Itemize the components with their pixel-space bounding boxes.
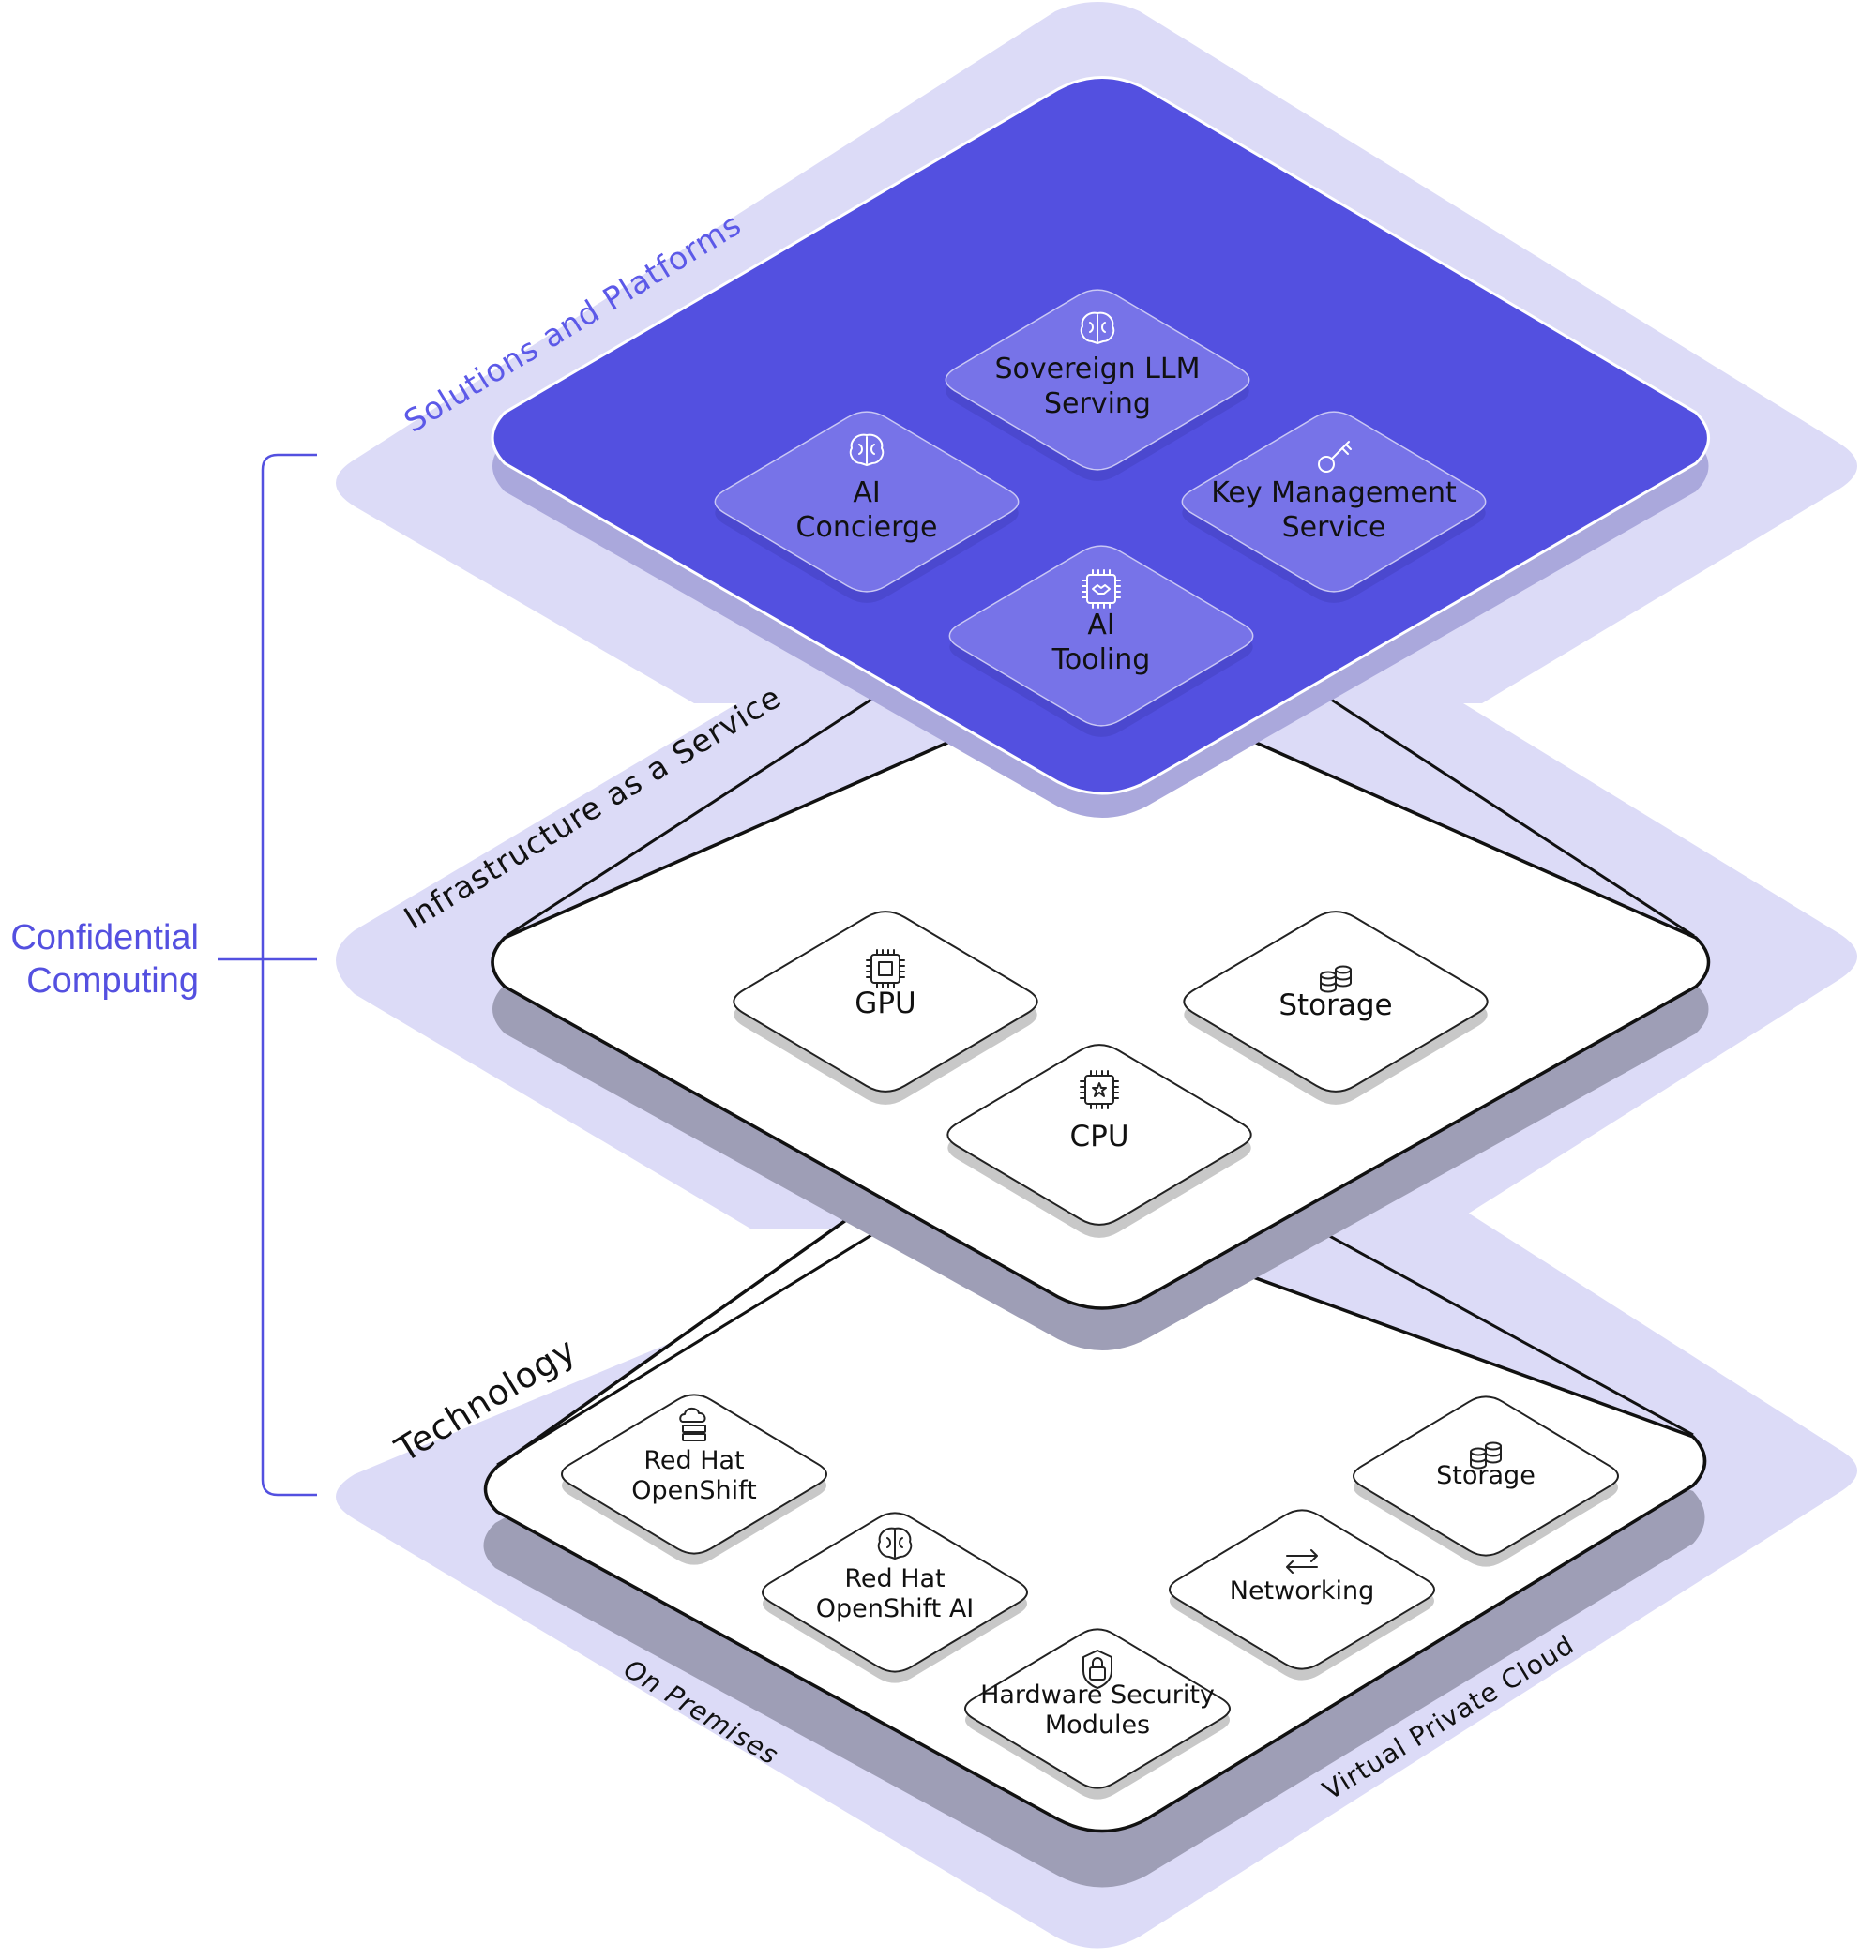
card-label: Hardware Security [980,1681,1215,1710]
connector-right-upper [1322,692,1695,938]
card-face [762,1512,1028,1673]
brain-circuit-icon [877,1527,913,1560]
card-face [1169,1509,1435,1670]
brain-icon [1080,311,1115,344]
card-label: OpenShift [631,1476,756,1505]
card-label: Red Hat [844,1564,945,1593]
cpu-chip-icon [1080,1070,1119,1109]
layer-technology [483,1180,1707,1888]
side-label-line1: Confidential [10,918,199,957]
key-icon [1318,441,1352,473]
confidential-computing-bracket: Confidential Computing [10,453,317,1497]
card-label: Sovereign LLM [995,353,1201,385]
technology-platform [483,1180,1707,1833]
cloud-server-icon [679,1407,706,1441]
card-face [948,545,1254,727]
card-face [733,911,1038,1093]
card-cpu: CPU [946,1044,1252,1238]
card-label: Storage [1278,988,1392,1022]
card-label: Modules [1045,1711,1150,1740]
card-label: Key Management [1211,476,1457,509]
card-face [1353,1395,1619,1557]
card-face [1181,411,1487,593]
card-label: CPU [1069,1120,1128,1153]
card-label: Tooling [1051,643,1151,676]
card-face [945,289,1250,471]
card-networking: Networking [1169,1509,1435,1681]
connector-left-upper [506,692,881,938]
card-face [1183,911,1489,1093]
card-label: Concierge [796,511,938,544]
connector-left-lower [496,1208,914,1467]
card-face [561,1394,827,1555]
card-storage: Storage [1183,911,1489,1105]
card-face [964,1628,1231,1789]
arrows-exchange-icon [1286,1549,1318,1574]
card-gpu: GPU [733,911,1038,1105]
database-icon [1470,1441,1502,1470]
database-icon [1320,965,1352,993]
lock-icon [1082,1650,1112,1689]
card-label: Serving [1044,387,1151,420]
connector-right-lower [1284,1210,1694,1437]
card-label: Storage [1436,1461,1536,1490]
card-label: GPU [855,987,915,1020]
card-label: Red Hat [643,1446,744,1475]
card-storage: Storage [1353,1395,1619,1567]
gpu-chip-icon [866,949,905,988]
handshake-chip-icon [1082,569,1121,609]
bracket-line [261,453,317,1497]
card-face [714,411,1020,593]
card-label: OpenShift AI [816,1594,975,1623]
card-face [946,1044,1252,1226]
brain-chip-icon [849,433,885,466]
card-label: Networking [1230,1576,1375,1606]
card-label: AI [1087,609,1114,641]
card-label: AI [853,476,880,509]
side-label-line2: Computing [26,961,199,1001]
card-label: Service [1282,511,1386,544]
